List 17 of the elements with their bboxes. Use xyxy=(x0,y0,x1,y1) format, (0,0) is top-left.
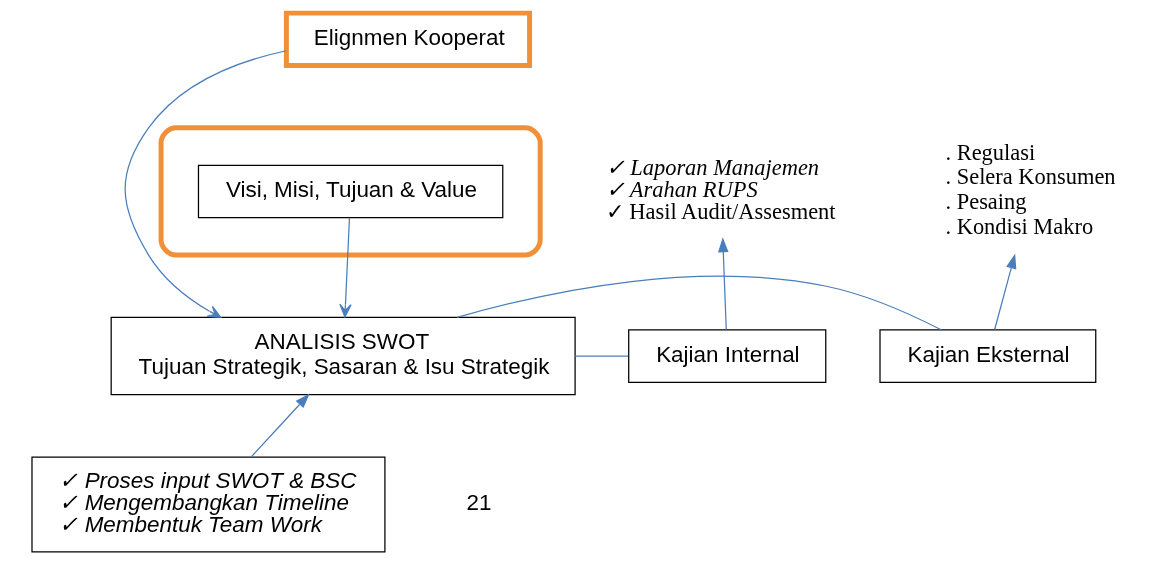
cluster xyxy=(158,125,543,258)
label: 21 xyxy=(466,489,492,515)
connector xyxy=(455,275,942,331)
node-box: Visi, Misi, Tujuan & Value xyxy=(197,164,503,219)
arrow xyxy=(717,237,729,331)
arrow xyxy=(993,253,1016,331)
connector xyxy=(574,355,629,357)
node-text: ✓ Laporan Manajemen ✓ Arahan RUPS ✓ Hasil Audit/Assesment xyxy=(605,154,836,225)
node-box: ANALISIS SWOT Tujuan Strategik, Sasaran & Isu Strategik xyxy=(110,316,576,396)
node-text: . Regulasi . Selera Konsumen . Pesaing . Kondisi Makro xyxy=(944,139,1116,240)
node-box: Kajian Eksternal xyxy=(878,329,1096,383)
node-box: Elignmen Kooperat xyxy=(283,10,532,68)
node-box: Kajian Internal xyxy=(627,329,826,383)
node-box: ✓ Proses input SWOT & BSC ✓ Mengembangkan Timeline ✓ Membentuk Team Work xyxy=(30,456,386,553)
arrow xyxy=(250,393,310,458)
arrow xyxy=(338,217,352,318)
arrow xyxy=(124,50,287,318)
